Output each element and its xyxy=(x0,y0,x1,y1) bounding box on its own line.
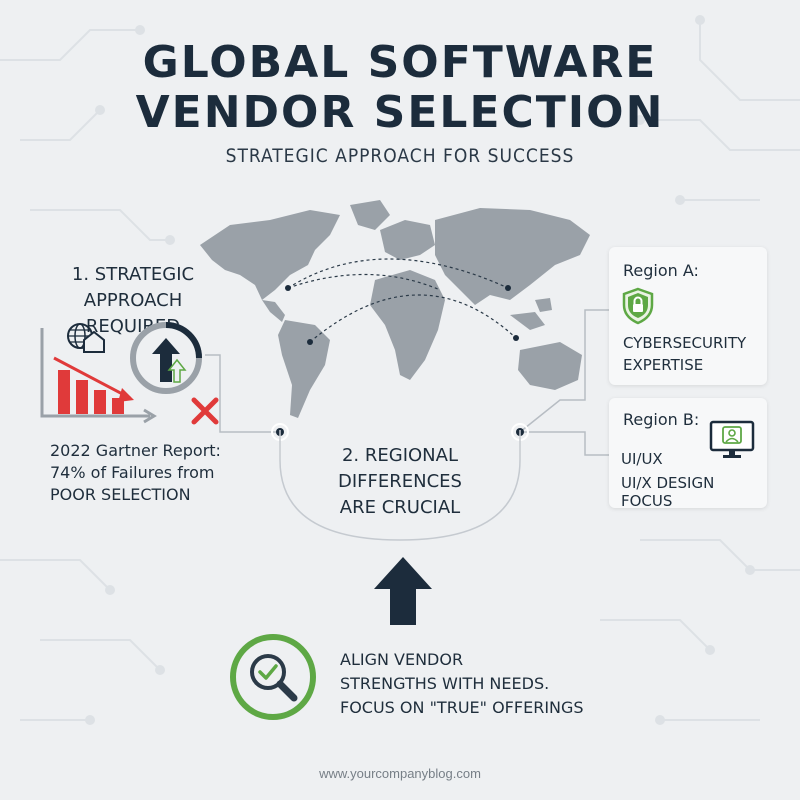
region-b-title: Region B: xyxy=(623,410,700,429)
center-bowl-shape xyxy=(279,430,521,541)
title-line-2: VENDOR SELECTION xyxy=(135,87,665,138)
shield-lock-icon xyxy=(622,287,654,325)
title-line-1: GLOBAL SOFTWARE xyxy=(142,37,658,88)
region-b-card: Region B: UI/UX UI/X DESIGN FOCUS xyxy=(609,398,767,510)
region-a-title: Region A: xyxy=(623,261,699,280)
region-a-text: CYBERSECURITY EXPERTISE xyxy=(623,334,747,374)
growth-arrow-icon xyxy=(130,322,202,394)
region-b-line-2: UI/X DESIGN FOCUS xyxy=(621,474,715,510)
gartner-stat: 2022 Gartner Report: 74% of Failures fro… xyxy=(50,441,221,504)
world-map xyxy=(200,200,590,418)
up-arrow-icon xyxy=(374,557,432,625)
magnify-check-icon xyxy=(230,634,316,720)
page-subtitle: STRATEGIC APPROACH FOR SUCCESS xyxy=(225,145,575,167)
page-title: GLOBAL SOFTWARE VENDOR SELECTION xyxy=(0,38,800,138)
region-b-line-1: UI/UX xyxy=(621,450,663,468)
monitor-user-icon xyxy=(709,420,755,458)
region-a-card: Region A: CYBERSECURITY EXPERTISE xyxy=(609,247,767,385)
regional-differences-text: 2. REGIONAL DIFFERENCES ARE CRUCIAL xyxy=(338,445,462,518)
footer-url: www.yourcompanyblog.com xyxy=(319,766,481,781)
declining-chart-icon xyxy=(40,328,157,424)
globe-house-icon xyxy=(67,323,105,353)
red-x-icon xyxy=(191,397,219,425)
strategic-approach-heading: 1. STRATEGIC APPROACH REQUIRED xyxy=(71,264,195,337)
failure-illustration xyxy=(40,322,219,425)
align-vendor-text: ALIGN VENDOR STRENGTHS WITH NEEDS. FOCUS… xyxy=(340,650,584,717)
